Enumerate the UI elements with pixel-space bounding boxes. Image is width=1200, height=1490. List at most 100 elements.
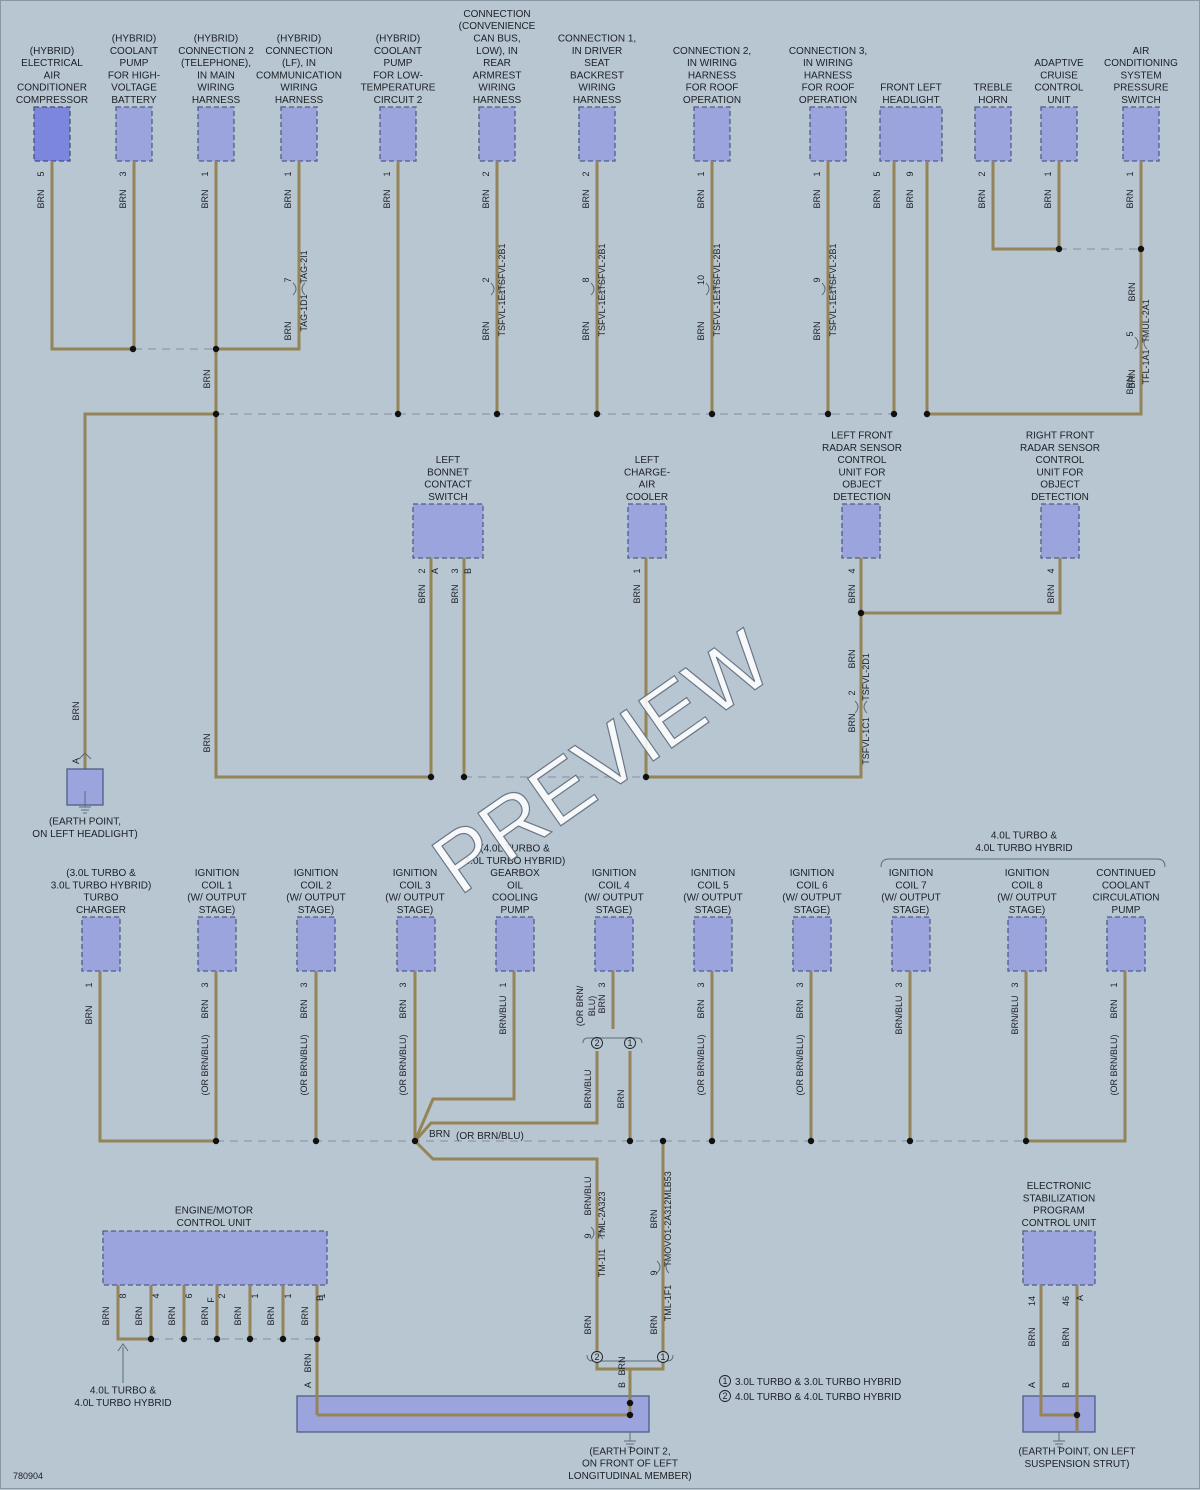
mid-label-m4-line: OBJECT <box>1040 480 1079 491</box>
top-label-c6-line: LOW), IN <box>476 46 518 57</box>
compressor-box <box>33 106 71 162</box>
pin-number: 3 <box>1010 982 1020 987</box>
top-label-c7-line: CONNECTION 1, <box>558 34 636 45</box>
variant-number: 2 <box>594 1038 599 1048</box>
wire-color: BRN <box>1046 584 1056 603</box>
low-label-l6-line: (W/ OUTPUT <box>584 893 643 904</box>
top-label-c13-line: SYSTEM <box>1120 70 1161 81</box>
wire-color-alt: (OR BRN/BLU) <box>299 1034 309 1095</box>
pin-number: 3 <box>795 982 805 987</box>
left-radar-box <box>841 503 881 559</box>
wire-color-alt: (OR BRN/BLU) <box>696 1034 706 1095</box>
low-label-l8-line: STAGE) <box>794 905 830 916</box>
top-label-c1-line: (HYBRID) <box>30 46 74 57</box>
ground-right-label-line: (EARTH POINT, ON LEFT <box>1018 1447 1135 1458</box>
top-label-c9-line: FOR ROOF <box>802 83 855 94</box>
low-label-l2-line: STAGE) <box>199 905 235 916</box>
low-label-l3-line: IGNITION <box>294 868 338 879</box>
connector-upper: TML-2A323 <box>597 1191 607 1238</box>
top-label-c6-line: CONNECTION <box>463 9 530 20</box>
mid-label-m2-line: AIR <box>639 480 656 491</box>
ground-center-label-line: ON FRONT OF LEFT <box>582 1459 678 1470</box>
low-label-l1-line: 3.0L TURBO HYBRID) <box>51 880 152 891</box>
top-label-c4-line: COMMUNICATION <box>256 70 342 81</box>
esp-label-line: ELECTRONIC <box>1027 1181 1091 1192</box>
pin-side: A <box>1027 1382 1037 1388</box>
pin-number: 3 <box>200 982 210 987</box>
connector-lower: TSFVL-1E1 <box>597 289 607 336</box>
low-label-l11-line: PUMP <box>1112 905 1141 916</box>
comm-connection-box <box>280 106 318 162</box>
ecm-box <box>102 1230 328 1286</box>
connector-upper: TMUL-2A1 <box>1141 299 1151 343</box>
variant-marker <box>624 1037 636 1049</box>
mid-label-m3-line: LEFT FRONT <box>831 431 892 442</box>
wire-color: BRN/BLU <box>498 995 508 1034</box>
low-label-l11-line: COOLANT <box>1102 880 1150 891</box>
wire-color: BRN <box>1027 1327 1037 1346</box>
wire-color: BRN <box>202 369 212 388</box>
wire-color: BRN/BLU <box>1010 995 1020 1034</box>
low-label-l4-line: COIL 3 <box>399 880 431 891</box>
wire-color: BRN <box>632 584 642 603</box>
connector-lower: TSFVL-1E1 <box>828 289 838 336</box>
top-label-c6-line: WIRING <box>478 83 515 94</box>
top-component-labels: (HYBRID)ELECTRICALAIRCONDITIONERCOMPRESS… <box>16 9 1178 106</box>
top-label-c3-line: IN MAIN <box>197 70 235 81</box>
middle-wires <box>78 558 1062 814</box>
low-label-l5-line: GEARBOX <box>490 868 540 879</box>
pin-number: 5 <box>36 171 46 176</box>
wire-color: BRN/BLU <box>583 1176 593 1215</box>
wire-color: BRN <box>1127 282 1137 301</box>
top-label-c2-line: FOR HIGH- <box>108 70 160 81</box>
mid-label-m3-line: RADAR SENSOR <box>822 443 902 454</box>
wire-color: BRN <box>847 584 857 603</box>
pin-number: 2 <box>481 171 491 176</box>
pin-side: A <box>71 758 81 764</box>
bottom-wires <box>116 1285 1081 1448</box>
wire-color: BRN <box>233 1306 243 1325</box>
lt-coolant-pump-box <box>379 106 417 162</box>
wire-color: BRN <box>696 999 706 1018</box>
low-label-l4-line: (W/ OUTPUT <box>385 893 444 904</box>
variant-number: 1 <box>627 1038 632 1048</box>
top-label-c5-line: (HYBRID) <box>376 34 420 45</box>
top-wires <box>50 161 1143 791</box>
connector-lower: TML-1F1 <box>663 1285 673 1322</box>
connector-lower: TAG-1D1 <box>299 294 309 331</box>
top-components <box>33 106 1160 162</box>
bracket-40l <box>880 858 1166 868</box>
top-label-c5-line: COOLANT <box>374 46 422 57</box>
wire-color: BRN <box>200 1306 210 1325</box>
mid-label-m4-line: DETECTION <box>1031 492 1089 503</box>
wire-color: BRN <box>303 1353 313 1372</box>
wire-color: BRN <box>71 701 81 720</box>
bus-wire-color: BRN <box>429 1129 450 1140</box>
wire-color: BRN <box>847 713 857 732</box>
top-label-c12-line: UNIT <box>1047 95 1070 106</box>
mid-label-m3-line: UNIT FOR <box>838 467 885 478</box>
wire-color-alt: (OR BRN/ <box>575 985 585 1026</box>
ground-center-label-line: LONGITUDINAL MEMBER) <box>568 1471 692 1482</box>
pin-number: 1 <box>200 171 210 176</box>
pin-number: 1 <box>382 171 392 176</box>
top-label-c1-line: ELECTRICAL <box>21 58 83 69</box>
connector-pin: 5 <box>1125 331 1135 336</box>
mid-label-m3-line: DETECTION <box>833 492 891 503</box>
pin-number: 1 <box>498 982 508 987</box>
low-label-l2-line: (W/ OUTPUT <box>187 893 246 904</box>
earth-left-label-line: ON LEFT HEADLIGHT) <box>32 829 137 840</box>
legend-num-1: 1 <box>722 1376 727 1386</box>
low-label-l6-line: STAGE) <box>596 905 632 916</box>
bonnet-switch-box <box>412 503 484 559</box>
wire-color: BRN <box>1061 1327 1071 1346</box>
wire-color: BRN <box>266 1306 276 1325</box>
gearbox-pump-box <box>495 916 535 972</box>
bus-wire-color-alt: (OR BRN/BLU) <box>456 1131 524 1142</box>
pin-number: 4 <box>1046 568 1056 573</box>
top-label-c9-line: CONNECTION 3, <box>789 46 867 57</box>
top-label-c1-line: CONDITIONER <box>17 83 87 94</box>
top-label-c6-line: REAR <box>483 58 511 69</box>
